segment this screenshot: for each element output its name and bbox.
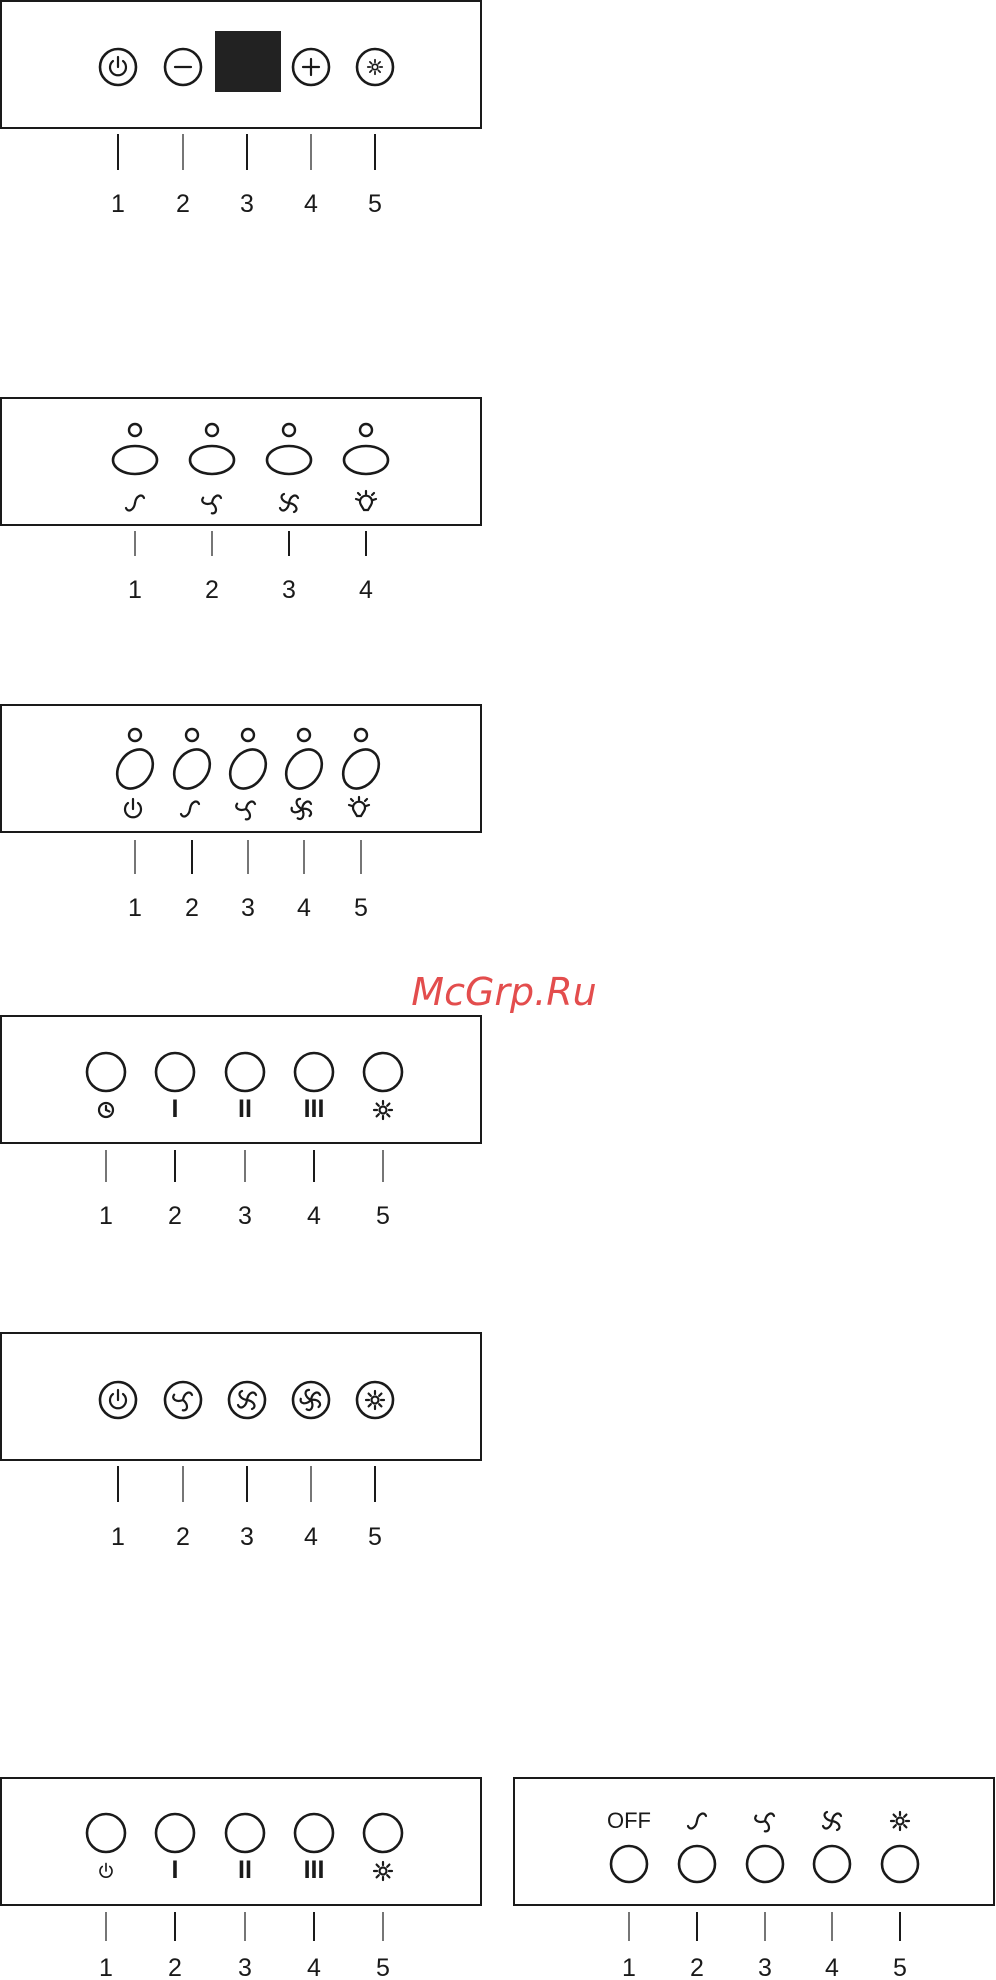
callout-number: 2 xyxy=(205,576,219,604)
callout-number: 4 xyxy=(297,894,311,922)
panel-e: 1 2 3 4 5 xyxy=(1,1333,481,1551)
power-button[interactable] xyxy=(100,1382,136,1418)
light-button[interactable] xyxy=(357,49,393,85)
callout-number: 3 xyxy=(238,1954,252,1980)
callout-number: 1 xyxy=(128,576,142,604)
panel-b-frame xyxy=(1,398,481,525)
callout-number: 5 xyxy=(376,1202,390,1230)
power-button[interactable] xyxy=(100,49,136,85)
callout-number: 2 xyxy=(176,190,190,218)
panel-b: 1 2 3 4 xyxy=(1,398,481,604)
speed-2-icon: II xyxy=(238,1095,252,1123)
callout-number: 4 xyxy=(307,1954,321,1980)
plus-button[interactable] xyxy=(293,49,329,85)
callout-number: 2 xyxy=(176,1523,190,1551)
speed-3-icon: III xyxy=(304,1856,325,1884)
panel-a: 1 2 3 4 5 xyxy=(1,1,481,218)
callout-number: 4 xyxy=(307,1202,321,1230)
panel-g-frame xyxy=(514,1778,994,1905)
callout-number: 5 xyxy=(368,1523,382,1551)
speed-1-icon: I xyxy=(172,1856,179,1884)
speed-1-icon: I xyxy=(172,1095,179,1123)
fan-speed-1-button[interactable] xyxy=(679,1846,715,1882)
callout-number: 5 xyxy=(368,190,382,218)
fan-speed-2-button[interactable] xyxy=(747,1846,783,1882)
light-button[interactable] xyxy=(357,1382,393,1418)
callout-number: 2 xyxy=(168,1202,182,1230)
off-label: OFF xyxy=(607,1808,651,1833)
callout-number: 2 xyxy=(168,1954,182,1980)
callout-number: 4 xyxy=(825,1954,839,1980)
panel-g: OFF 1 2 3 4 5 xyxy=(514,1778,994,1980)
callout-number: 3 xyxy=(241,894,255,922)
fan-speed-3-button[interactable] xyxy=(814,1846,850,1882)
callout-number: 2 xyxy=(690,1954,704,1980)
callout-number: 4 xyxy=(304,190,318,218)
panel-d: I II III 1 2 3 4 5 xyxy=(1,1016,481,1230)
callout-number: 3 xyxy=(282,576,296,604)
panel-f: I II III 1 2 3 4 5 xyxy=(1,1778,481,1980)
off-button[interactable] xyxy=(611,1846,647,1882)
light-button[interactable] xyxy=(882,1846,918,1882)
callout-number: 1 xyxy=(128,894,142,922)
callout-number: 1 xyxy=(99,1954,113,1980)
display-screen xyxy=(215,31,281,92)
callout-number: 5 xyxy=(376,1954,390,1980)
callout-number: 1 xyxy=(111,190,125,218)
callout-number: 1 xyxy=(111,1523,125,1551)
speed-2-icon: II xyxy=(238,1856,252,1884)
speed-3-icon: III xyxy=(304,1095,325,1123)
callout-number: 3 xyxy=(758,1954,772,1980)
callout-number: 3 xyxy=(240,190,254,218)
callout-number: 4 xyxy=(304,1523,318,1551)
callout-number: 5 xyxy=(354,894,368,922)
fan-speed-3-button[interactable] xyxy=(293,1382,329,1418)
callout-number: 3 xyxy=(240,1523,254,1551)
callout-number: 3 xyxy=(238,1202,252,1230)
panel-c: 1 2 3 4 5 xyxy=(1,705,481,922)
callout-number: 1 xyxy=(622,1954,636,1980)
callout-number: 1 xyxy=(99,1202,113,1230)
callout-number: 4 xyxy=(359,576,373,604)
callout-number: 2 xyxy=(185,894,199,922)
minus-button[interactable] xyxy=(165,49,201,85)
fan-speed-2-button[interactable] xyxy=(229,1382,265,1418)
watermark: McGrp.Ru xyxy=(411,970,596,1014)
callout-number: 5 xyxy=(893,1954,907,1980)
fan-speed-1-button[interactable] xyxy=(165,1382,201,1418)
